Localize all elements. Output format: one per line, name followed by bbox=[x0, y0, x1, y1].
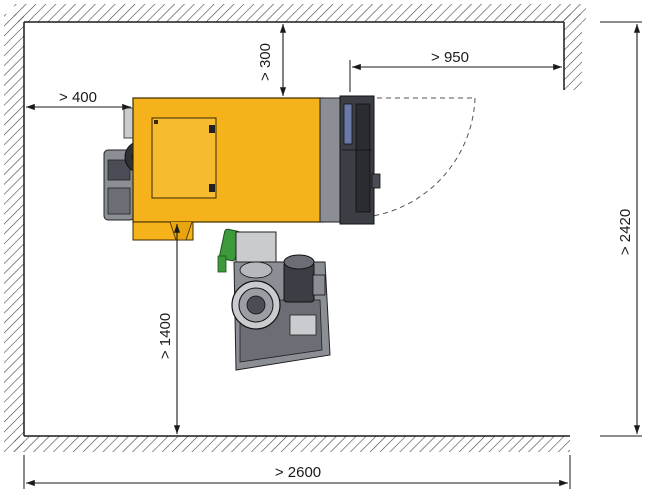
top-wall-hatching bbox=[14, 4, 586, 22]
room-walls bbox=[4, 4, 586, 452]
machine-control-head bbox=[319, 95, 381, 225]
dim-bottom-clearance-label: > 1400 bbox=[157, 313, 174, 359]
dim-room-depth-label: > 2420 bbox=[617, 209, 634, 255]
bottom-wall-hatching bbox=[14, 436, 570, 452]
dim-top-clearance: > 300 bbox=[257, 24, 287, 96]
motor-unit bbox=[283, 254, 326, 303]
left-wall-hatching bbox=[4, 14, 24, 452]
dim-left-clearance-label: > 400 bbox=[59, 89, 97, 106]
dim-left-clearance: > 400 bbox=[26, 89, 131, 111]
dim-door-clearance: > 950 bbox=[349, 49, 562, 92]
dim-door-clearance-label: > 950 bbox=[431, 49, 469, 66]
dim-bottom-clearance: > 1400 bbox=[157, 224, 181, 434]
right-wall-hatching bbox=[564, 14, 582, 90]
green-nozzle bbox=[217, 228, 241, 273]
dim-top-clearance-label: > 300 bbox=[257, 43, 274, 81]
body-access-panel bbox=[151, 117, 217, 199]
dim-room-depth: > 2420 bbox=[600, 21, 642, 437]
dim-room-width: > 2600 bbox=[23, 455, 571, 489]
lower-burner-unit bbox=[231, 231, 331, 371]
boiler-machine-top-view bbox=[103, 95, 381, 371]
dim-room-width-label: > 2600 bbox=[275, 464, 321, 481]
